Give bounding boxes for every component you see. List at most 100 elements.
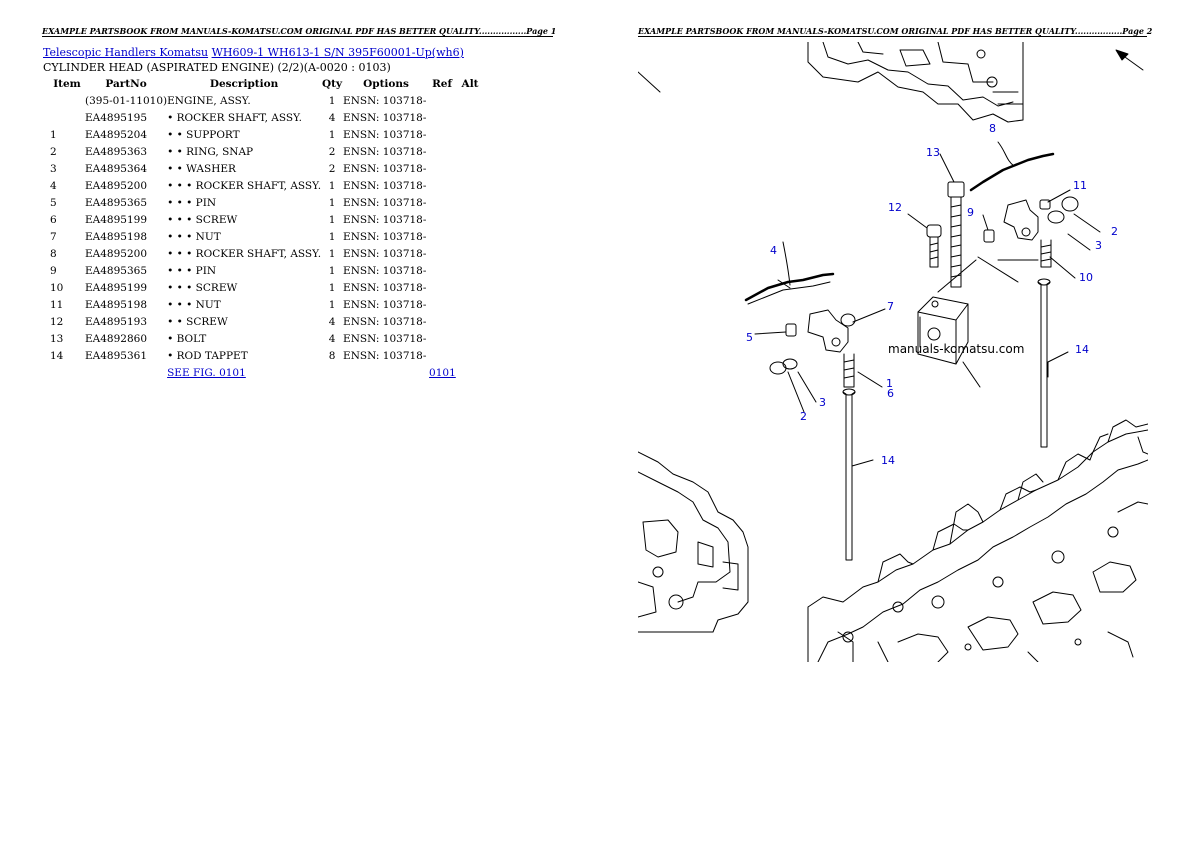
row-options: ENSN: 103718- [343, 145, 427, 158]
row-options: ENSN: 103718- [343, 281, 427, 294]
row-ref [429, 126, 455, 143]
row-description: • ROD TAPPET [167, 349, 248, 362]
row-qty: 1 [328, 128, 336, 141]
row-ref [429, 347, 455, 364]
row-partno: EA4895195 [85, 111, 148, 124]
row-item: 14 [50, 349, 64, 362]
pin-9 [983, 229, 995, 243]
lower-block-left-drawing [638, 451, 749, 633]
page-2: EXAMPLE PARTSBOOK FROM MANUALS-KOMATSU.C… [595, 0, 1190, 842]
support-1 [917, 296, 969, 365]
row-ref [429, 92, 455, 109]
row-ref [429, 211, 455, 228]
row-options: ENSN: 103718- [343, 315, 427, 328]
row-item: 5 [50, 196, 57, 209]
row-ref [429, 245, 455, 262]
column-header-qty: Qty [321, 78, 343, 90]
row-options: ENSN: 103718- [343, 162, 427, 175]
breadcrumb-link-category[interactable]: Telescopic Handlers Komatsu [43, 46, 209, 59]
row-alt [455, 177, 485, 194]
screw-12 [926, 224, 942, 268]
callout-9: 9 [967, 206, 974, 219]
row-options: ENSN: 103718- [343, 264, 427, 277]
callout-14-left: 14 [881, 454, 895, 467]
row-qty: 4 [328, 332, 336, 345]
breadcrumb: Telescopic Handlers Komatsu WH609-1 WH61… [43, 46, 464, 59]
row-options: ENSN: 103718- [343, 247, 427, 260]
see-fig-ref-link[interactable]: 0101 [429, 366, 456, 379]
column-header-ref: Ref [432, 78, 453, 90]
row-alt [455, 313, 485, 330]
callout-7: 7 [887, 300, 894, 313]
row-item: 8 [50, 247, 57, 260]
callout-11: 11 [1073, 179, 1087, 192]
row-qty: 2 [328, 162, 336, 175]
row-qty: 1 [328, 247, 336, 260]
row-item [43, 109, 85, 126]
row-description: • • • PIN [167, 196, 217, 209]
parts-table: Item PartNo Description Qty Options Ref … [43, 76, 485, 381]
row-item: 2 [50, 145, 57, 158]
rod-tappet-right [1037, 278, 1051, 448]
lower-block-main-drawing [807, 419, 1148, 662]
row-item: 11 [50, 298, 64, 311]
row-alt [455, 211, 485, 228]
rocker-arm-left [769, 309, 856, 388]
row-partno: EA4895361 [85, 349, 148, 362]
row-ref [429, 109, 455, 126]
row-alt [455, 160, 485, 177]
page-header: EXAMPLE PARTSBOOK FROM MANUALS-KOMATSU.C… [42, 26, 557, 37]
see-fig-link[interactable]: SEE FIG. 0101 [167, 366, 246, 379]
row-description: • • • SCREW [167, 213, 238, 226]
row-partno: EA4895200 [85, 247, 148, 260]
callout-12: 12 [888, 201, 902, 214]
row-options: ENSN: 103718- [343, 111, 427, 124]
row-options: ENSN: 103718- [343, 128, 427, 141]
row-ref [429, 313, 455, 330]
row-qty: 2 [328, 145, 336, 158]
row-alt [455, 194, 485, 211]
see-fig-row: SEE FIG. 0101 0101 [43, 364, 485, 381]
row-alt [455, 347, 485, 364]
row-options: ENSN: 103718- [343, 349, 427, 362]
row-qty: 1 [328, 281, 336, 294]
leader-line [638, 71, 661, 93]
row-qty: 1 [328, 213, 336, 226]
upper-block-drawing [807, 42, 1024, 123]
breadcrumb-link-model[interactable]: WH609-1 WH613-1 S/N 395F60001-Up(wh6) [211, 46, 464, 59]
row-partno: EA4895199 [85, 213, 148, 226]
row-partno: EA4895199 [85, 281, 148, 294]
row-description: • • WASHER [167, 162, 236, 175]
callout-8: 8 [989, 122, 996, 135]
row-alt [455, 109, 485, 126]
row-alt [455, 245, 485, 262]
column-header-description: Description [209, 78, 279, 90]
row-item: 13 [50, 332, 64, 345]
row-partno: EA4895363 [85, 145, 148, 158]
callout-6: 6 [887, 387, 894, 400]
row-qty: 1 [328, 264, 336, 277]
rocker-arm-right [1003, 196, 1079, 268]
direction-arrow-icon [1115, 49, 1144, 71]
callout-3-left: 3 [819, 396, 826, 409]
row-ref [429, 228, 455, 245]
assembly-lines [937, 256, 1039, 293]
row-options: ENSN: 103718- [343, 332, 427, 345]
row-qty: 4 [328, 315, 336, 328]
row-ref [429, 330, 455, 347]
row-alt [455, 279, 485, 296]
row-qty: 1 [328, 196, 336, 209]
row-description: ENGINE, ASSY. [167, 94, 251, 107]
row-qty: 1 [328, 94, 336, 107]
row-item: 9 [50, 264, 57, 277]
row-partno: EA4895200 [85, 179, 148, 192]
row-alt [455, 143, 485, 160]
